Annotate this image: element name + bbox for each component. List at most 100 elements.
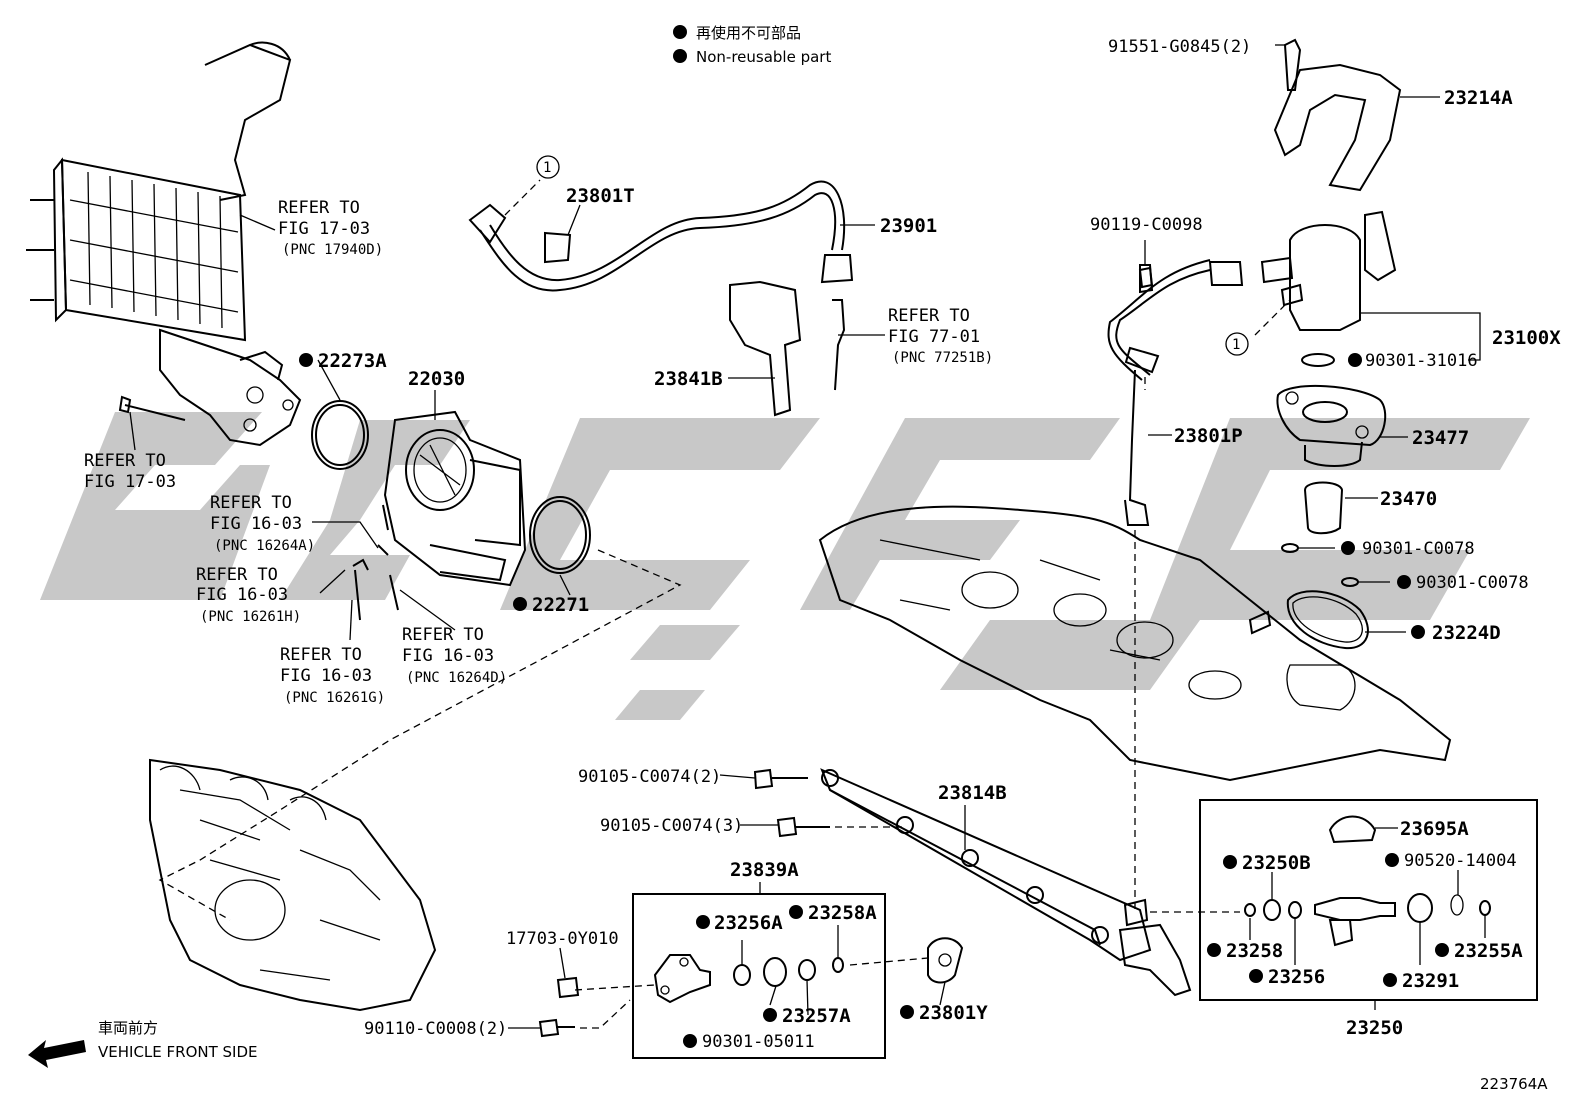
non-reusable-dot-icon: [1397, 575, 1411, 589]
part-label-22271[interactable]: 22271: [532, 594, 589, 616]
part-label-90301-C0078[interactable]: 90301-C0078: [1362, 539, 1475, 559]
non-reusable-dot-icon: [1385, 853, 1399, 867]
part-label-23801Y[interactable]: 23801Y: [919, 1002, 988, 1024]
part-label-23258[interactable]: 23258: [1226, 940, 1283, 962]
legend: 再使用不可部品 Non-reusable part: [673, 24, 831, 66]
index-circle-icon: [1225, 332, 1249, 356]
part-label-23256A[interactable]: 23256A: [714, 912, 783, 934]
part-callouts: 91551-G0845(2) 23214A 90119-C0098 23100X…: [299, 37, 1561, 1052]
non-reusable-dot-icon: [1435, 943, 1449, 957]
non-reusable-dot-icon: [513, 597, 527, 611]
part-label-23255A[interactable]: 23255A: [1454, 940, 1523, 962]
ref-line: (PNC 17940D): [282, 242, 383, 258]
non-reusable-dot-icon: [789, 905, 803, 919]
intercooler-illustration: [26, 41, 302, 447]
non-reusable-dot-icon: [763, 1008, 777, 1022]
non-reusable-dot-icon: [1249, 969, 1263, 983]
part-label-23224D[interactable]: 23224D: [1432, 622, 1501, 644]
throttle-illustration: [311, 400, 591, 621]
fuel-rail-illustration: [820, 768, 1192, 997]
part-label-23257A[interactable]: 23257A: [782, 1005, 851, 1027]
ref-line: REFER TO: [278, 198, 360, 218]
non-reusable-dot-icon: [299, 353, 313, 367]
part-label-23801P[interactable]: 23801P: [1174, 425, 1243, 447]
ref-line: (PNC 77251B): [892, 350, 993, 366]
cylinder-head-illustration: [818, 505, 1452, 782]
ref-line: FIG 16-03: [280, 666, 372, 686]
non-reusable-dot-icon: [1223, 855, 1237, 869]
part-label-17703-0Y010[interactable]: 17703-0Y010: [506, 929, 619, 949]
direction-jp: 車両前方: [98, 1019, 158, 1037]
non-reusable-dot-icon: [1411, 625, 1425, 639]
injector-kit-illustration: [653, 954, 844, 1004]
fuel-pipe-illustration: [468, 180, 854, 417]
part-label-90301-05011[interactable]: 90301-05011: [702, 1032, 815, 1052]
ref-line: REFER TO: [280, 645, 362, 665]
part-label-23291[interactable]: 23291: [1402, 970, 1459, 992]
part-label-23470[interactable]: 23470: [1380, 488, 1437, 510]
figure-id: 223764A: [1480, 1075, 1548, 1093]
injector-assy-box: [1199, 799, 1538, 1001]
leader-lines: [129, 44, 1486, 1029]
part-label-23477[interactable]: 23477: [1412, 427, 1469, 449]
non-reusable-dot-icon: [673, 49, 687, 63]
part-label-23256[interactable]: 23256: [1268, 966, 1325, 988]
part-label-90119-C0098[interactable]: 90119-C0098: [1090, 215, 1203, 235]
part-label-23250[interactable]: 23250: [1346, 1017, 1403, 1039]
vehicle-front-indicator: 車両前方 VEHICLE FRONT SIDE: [28, 1019, 258, 1068]
part-label-23901[interactable]: 23901: [880, 215, 937, 237]
ref-line: REFER TO: [210, 493, 292, 513]
part-label-23100X[interactable]: 23100X: [1492, 327, 1561, 349]
part-label-90105-C0074-3[interactable]: 90105-C0074(3): [600, 816, 743, 836]
part-label-23214A[interactable]: 23214A: [1444, 87, 1513, 109]
index-marks: 1 1: [536, 155, 1249, 356]
part-label-23801T[interactable]: 23801T: [566, 185, 635, 207]
part-label-23258A[interactable]: 23258A: [808, 902, 877, 924]
legend-en: Non-reusable part: [696, 48, 831, 66]
intake-manifold-illustration: [149, 758, 437, 1012]
part-label-90520-14004[interactable]: 90520-14004: [1404, 851, 1517, 871]
index-mark-label: 1: [543, 160, 551, 176]
connector-lines: [158, 179, 1291, 1029]
fuel-pump-illustration: [1107, 38, 1402, 650]
ref-line: FIG 16-03: [402, 646, 494, 666]
non-reusable-dot-icon: [696, 915, 710, 929]
ref-line: REFER TO: [888, 306, 970, 326]
part-label-90301-C0078[interactable]: 90301-C0078: [1416, 573, 1529, 593]
ref-line: REFER TO: [402, 625, 484, 645]
non-reusable-dot-icon: [1207, 943, 1221, 957]
ref-line: FIG 77-01: [888, 327, 980, 347]
part-label-22273A[interactable]: 22273A: [318, 350, 387, 372]
ref-line: FIG 17-03: [278, 219, 370, 239]
non-reusable-dot-icon: [1348, 353, 1362, 367]
part-label-23695A[interactable]: 23695A: [1400, 818, 1469, 840]
non-reusable-dot-icon: [1383, 973, 1397, 987]
reference-notes: REFER TO FIG 17-03 (PNC 17940D) REFER TO…: [84, 198, 993, 706]
watermark-logo: [40, 412, 1530, 720]
ref-line: (PNC 16261H): [200, 609, 301, 625]
part-label-90301-31016[interactable]: 90301-31016: [1365, 351, 1478, 371]
ref-line: (PNC 16264D): [406, 670, 507, 686]
misc-hardware-illustration: [538, 266, 1154, 1038]
part-label-23839A[interactable]: 23839A: [730, 859, 799, 881]
ref-line: (PNC 16264A): [214, 538, 315, 554]
part-label-91551-G0845[interactable]: 91551-G0845(2): [1108, 37, 1251, 57]
ref-line: REFER TO: [196, 565, 278, 585]
ref-line: FIG 16-03: [210, 514, 302, 534]
injector-kit-box: [632, 893, 886, 1059]
index-circle-icon: [536, 155, 560, 179]
ref-line: (PNC 16261G): [284, 690, 385, 706]
part-label-23250B[interactable]: 23250B: [1242, 852, 1311, 874]
part-label-23814B[interactable]: 23814B: [938, 782, 1007, 804]
arrow-left-icon: [28, 1040, 86, 1068]
non-reusable-dot-icon: [1341, 541, 1355, 555]
part-label-23841B[interactable]: 23841B: [654, 368, 723, 390]
non-reusable-dot-icon: [683, 1034, 697, 1048]
ref-line: FIG 16-03: [196, 585, 288, 605]
part-label-22030[interactable]: 22030: [408, 368, 465, 390]
part-label-90105-C0074-2[interactable]: 90105-C0074(2): [578, 767, 721, 787]
part-label-90110-C0008[interactable]: 90110-C0008(2): [364, 1019, 507, 1039]
non-reusable-dot-icon: [673, 25, 687, 39]
ref-line: FIG 17-03: [84, 472, 176, 492]
